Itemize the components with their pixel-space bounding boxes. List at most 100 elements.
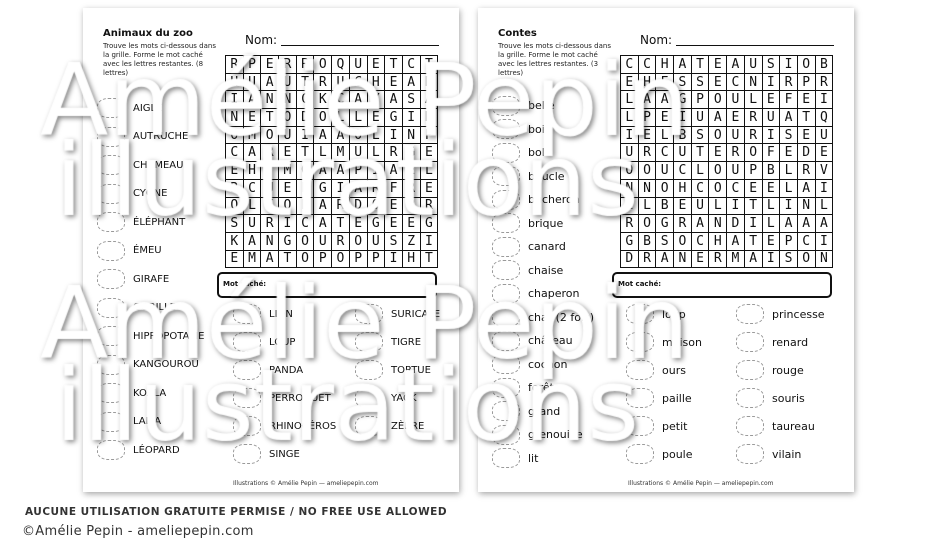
grid-cell: N	[420, 73, 439, 92]
grid-cell: A	[709, 109, 728, 127]
word-list-item: LOUP	[233, 328, 336, 356]
grid-cell: O	[226, 126, 244, 145]
illustration-icon	[492, 448, 520, 469]
grid-cell: N	[815, 250, 834, 269]
grid-cell: E	[638, 126, 657, 145]
grid-cell: C	[332, 91, 350, 110]
grid-cell: P	[296, 197, 315, 216]
illustration-icon	[492, 260, 520, 281]
grid-cell: R	[638, 144, 657, 163]
grid-cell: E	[226, 250, 244, 269]
grid-cell: I	[744, 215, 763, 233]
grid-cell: U	[674, 144, 692, 163]
grid-cell: D	[727, 215, 745, 233]
hidden-word-label: Mot caché:	[223, 280, 267, 288]
word-list-item: ÉMEU	[97, 237, 204, 266]
word-list-item: SURICATE	[355, 300, 440, 328]
illustration-icon	[97, 383, 125, 404]
grid-cell: P	[349, 162, 368, 180]
grid-cell: I	[621, 126, 639, 145]
word-list-item: TIGRE	[355, 328, 440, 356]
grid-cell: S	[780, 250, 798, 269]
grid-cell: L	[709, 197, 728, 216]
grid-cell: S	[402, 91, 421, 110]
grid-cell: S	[385, 232, 403, 251]
grid-cell: I	[674, 109, 692, 127]
word-label: chaise	[528, 263, 564, 277]
illustration-icon	[492, 354, 520, 375]
word-list-item: TORTUE	[355, 356, 440, 384]
grid-cell: P	[314, 250, 333, 269]
word-label: cochon	[528, 357, 568, 371]
grid-cell: H	[638, 73, 657, 92]
illustration-icon	[492, 330, 520, 351]
illustration-icon	[97, 183, 125, 204]
grid-cell: I	[780, 197, 798, 216]
grid-cell: A	[815, 215, 834, 233]
word-label: rouge	[772, 363, 804, 377]
grid-cell: B	[402, 197, 421, 216]
grid-cell: O	[296, 162, 315, 180]
grid-cell: R	[744, 109, 763, 127]
illustration-icon	[355, 332, 383, 352]
grid-cell: E	[367, 56, 386, 74]
grid-cell: I	[296, 126, 315, 145]
word-label: souris	[772, 391, 805, 405]
word-list-item: brique	[492, 212, 594, 236]
word-label: PERROQUET	[269, 392, 331, 404]
illustration-icon	[736, 360, 764, 380]
grid-cell: K	[314, 91, 333, 110]
grid-cell: F	[385, 179, 403, 198]
grid-cell: L	[349, 109, 368, 127]
word-list-item: GORILLE	[97, 294, 204, 323]
grid-cell: O	[349, 232, 368, 251]
grid-cell: O	[296, 232, 315, 251]
grid-cell: M	[332, 144, 350, 163]
grid-cell: O	[709, 91, 728, 110]
grid-cell: B	[674, 126, 692, 145]
grid-cell: I	[762, 126, 781, 145]
word-label: lit	[528, 451, 539, 465]
grid-cell: A	[402, 73, 421, 92]
word-list-item: cochon	[492, 353, 594, 377]
illustration-credit: Illustrations © Amélie Pepin — ameliepep…	[233, 480, 379, 487]
grid-cell: E	[762, 179, 781, 198]
name-label: Nom:	[640, 33, 673, 47]
grid-cell: P	[691, 91, 710, 110]
word-label: LAMA	[133, 416, 162, 428]
grid-cell: U	[727, 162, 745, 180]
illustration-icon	[736, 416, 764, 436]
grid-cell: E	[402, 215, 421, 233]
grid-cell: E	[621, 73, 639, 92]
hidden-word-label: Mot caché:	[618, 280, 662, 288]
word-label: RHINOCÉROS	[269, 420, 337, 432]
grid-cell: A	[385, 162, 403, 180]
grid-cell: A	[243, 91, 262, 110]
word-label: belle	[528, 99, 555, 113]
grid-cell: L	[638, 197, 657, 216]
word-label: KOALA	[133, 387, 167, 399]
grid-cell: Q	[815, 109, 834, 127]
word-label: GORILLE	[133, 302, 176, 314]
grid-cell: C	[691, 232, 710, 251]
illustration-icon	[626, 360, 654, 380]
worksheet-zoo-animals: Animaux du zoo Trouve les mots ci-dessou…	[83, 8, 459, 492]
word-list-item: belle	[492, 94, 594, 118]
grid-cell: U	[727, 91, 745, 110]
name-field-line	[676, 45, 834, 46]
grid-cell: C	[727, 179, 745, 198]
grid-cell: E	[780, 144, 798, 163]
grid-cell: R	[332, 232, 350, 251]
grid-cell: U	[279, 73, 297, 92]
grid-cell: N	[621, 179, 639, 198]
hidden-word-box: Mot caché:	[612, 272, 832, 298]
grid-cell: N	[261, 91, 280, 110]
grid-cell: A	[691, 215, 710, 233]
illustration-icon	[736, 332, 764, 352]
grid-cell: T	[296, 144, 315, 163]
grid-cell: I	[279, 215, 297, 233]
word-label: LION	[269, 308, 293, 320]
grid-cell: F	[762, 144, 781, 163]
illustration-icon	[97, 240, 125, 261]
grid-cell: U	[332, 73, 350, 92]
